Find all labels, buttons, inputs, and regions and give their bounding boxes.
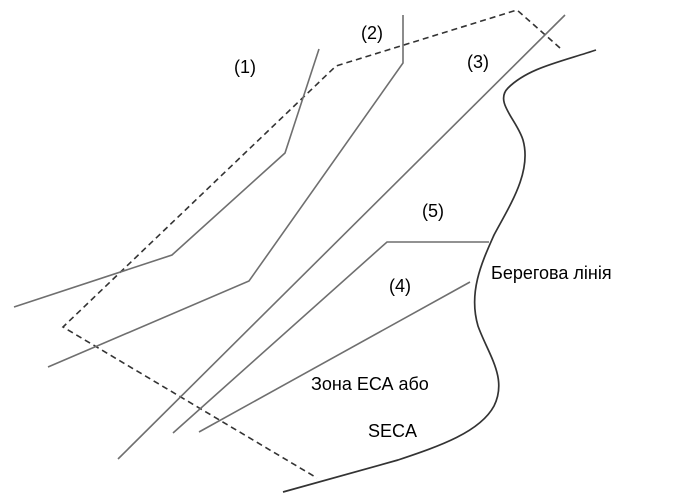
route-3-label: (3)	[467, 52, 489, 72]
route-4-line	[198, 281, 471, 433]
coastline	[282, 49, 597, 493]
eca-zone-label-line1: Зона ЕСА або	[311, 374, 429, 394]
route-2-label: (2)	[361, 23, 383, 43]
route-2-line	[47, 15, 404, 368]
route-1-label: (1)	[234, 57, 256, 77]
eca-zone-boundary	[61, 9, 561, 479]
coastline-label: Берегова лінія	[491, 263, 612, 283]
eca-zone-label-line2: SECA	[368, 421, 417, 441]
route-1-line	[13, 48, 320, 308]
route-5-label: (5)	[422, 201, 444, 221]
route-4-label: (4)	[389, 276, 411, 296]
route-3-line	[117, 14, 566, 460]
route-5-line	[172, 241, 489, 434]
